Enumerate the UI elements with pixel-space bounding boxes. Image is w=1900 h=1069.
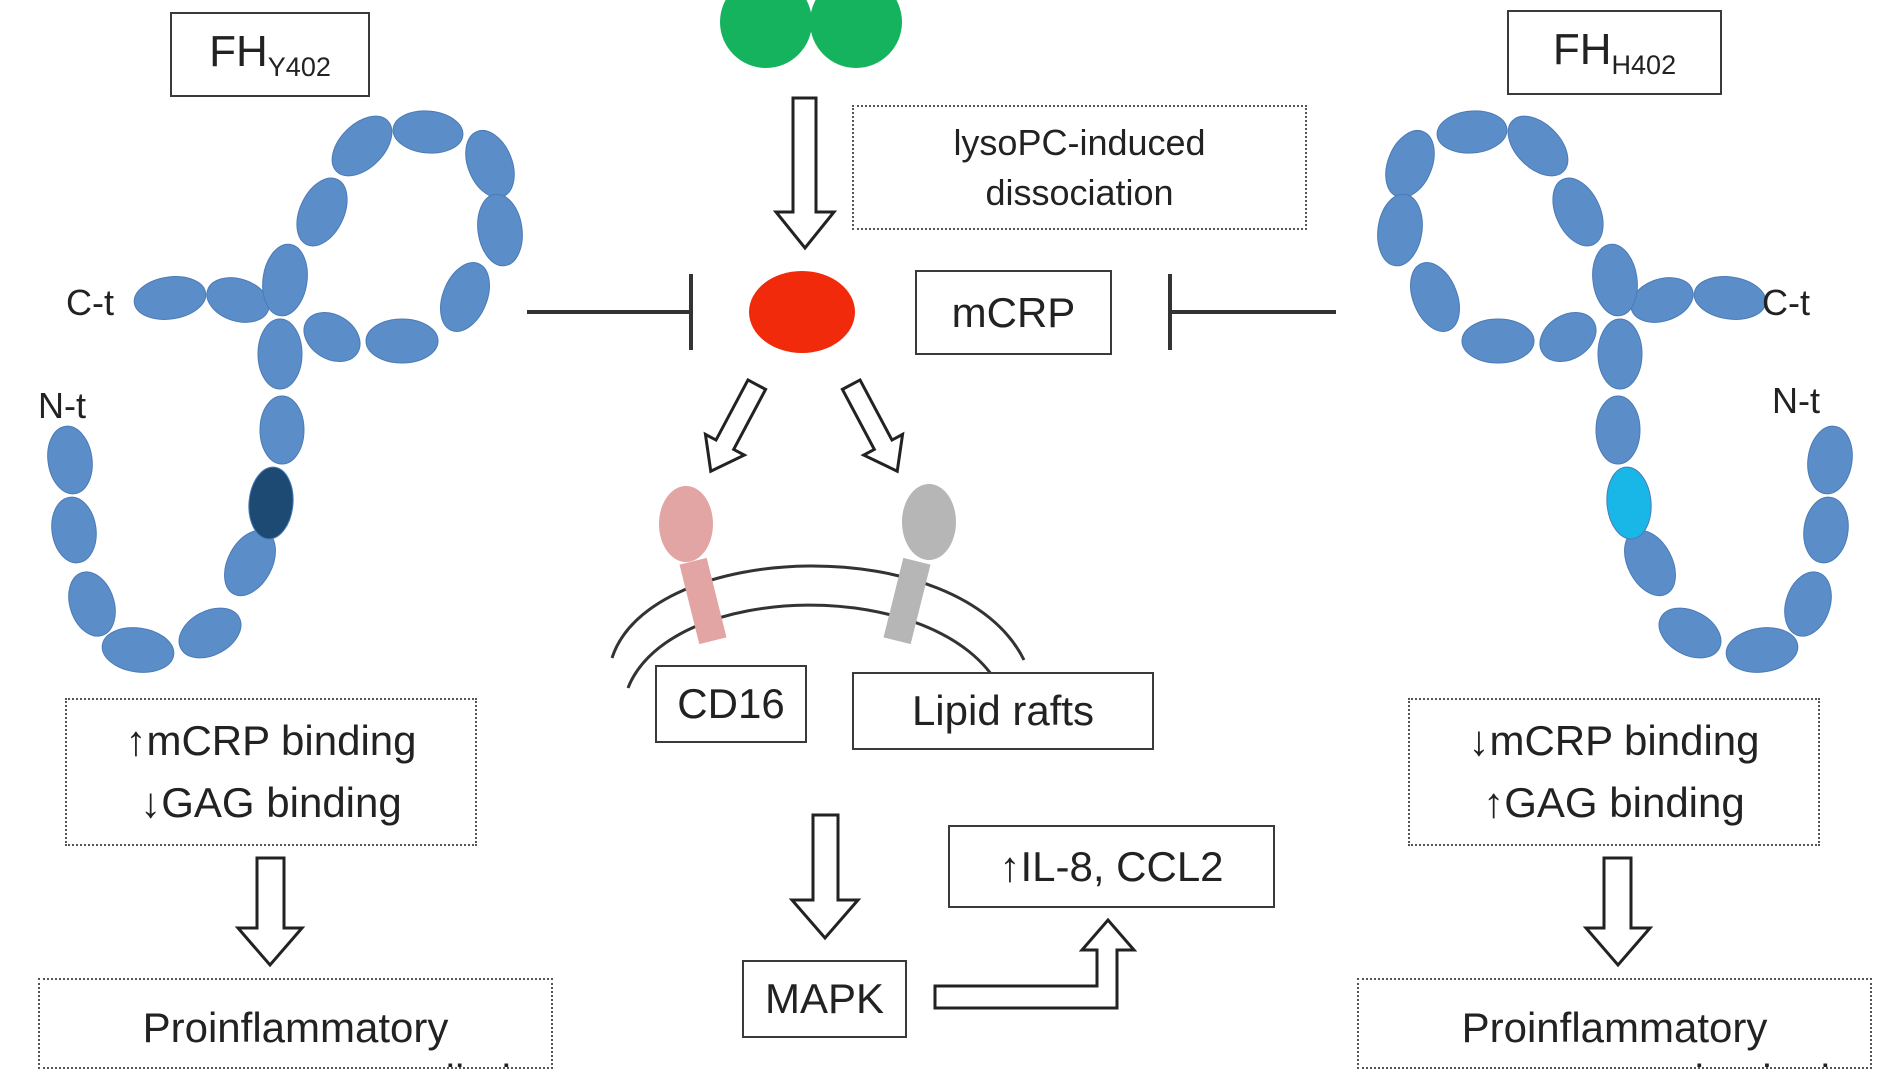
pentamer-subunit bbox=[720, 0, 812, 68]
inhibition-left bbox=[527, 274, 693, 350]
cell-membrane bbox=[610, 564, 1026, 689]
cytokines-label: ↑IL-8, CCL2 bbox=[948, 825, 1275, 908]
left-outcome-line-2: controlled bbox=[329, 1054, 551, 1067]
ccp-domain bbox=[1725, 627, 1799, 673]
fh-h402-subscript: H402 bbox=[1611, 49, 1677, 80]
cd16-receptor bbox=[659, 486, 727, 645]
ccp-domain bbox=[1539, 311, 1597, 363]
ccp-domain bbox=[257, 318, 303, 390]
left-c-terminus-label: C-t bbox=[66, 282, 114, 323]
left-outcome-box: Proinflammatory controlled bbox=[38, 978, 553, 1069]
arrow-to-cd16 bbox=[703, 377, 768, 474]
ccp-domain bbox=[1784, 571, 1832, 637]
dissociation-label: lysoPC-induced dissociation bbox=[852, 105, 1307, 230]
arrow-right-outcome bbox=[1582, 856, 1654, 968]
right-binding-box: ↓mCRP binding ↑GAG binding bbox=[1408, 698, 1820, 846]
mapk-label: MAPK bbox=[742, 960, 907, 1038]
arrow-left-outcome bbox=[234, 856, 306, 968]
left-binding-gag: ↓GAG binding bbox=[140, 779, 402, 826]
right-binding-mcrp: ↓mCRP binding bbox=[1468, 717, 1760, 764]
ccp-domain bbox=[1595, 395, 1641, 465]
inhibition-right bbox=[1168, 274, 1336, 350]
ccp-domain bbox=[1803, 496, 1849, 564]
ccp-domain bbox=[206, 277, 270, 323]
ccp-domain bbox=[262, 243, 308, 317]
right-c-terminus-label: C-t bbox=[1762, 282, 1810, 323]
fh-h402-label: FHH402 bbox=[1507, 10, 1722, 95]
ccp-domain bbox=[68, 571, 116, 637]
ccp-domain bbox=[477, 193, 523, 267]
fh-y402-chain bbox=[47, 110, 523, 673]
ccp-domain bbox=[1436, 110, 1508, 154]
mcrp-molecule bbox=[749, 271, 855, 353]
arrow-to-rafts bbox=[840, 377, 905, 474]
right-binding-gag: ↑GAG binding bbox=[1483, 779, 1745, 826]
fh-h402-name: FH bbox=[1552, 24, 1612, 74]
variant-402-domain bbox=[248, 466, 294, 540]
ccp-domain bbox=[440, 262, 490, 332]
pentamer-subunit bbox=[810, 0, 902, 68]
mcrp-label: mCRP bbox=[915, 270, 1112, 355]
right-outcome-box: Proinflammatory unchecked bbox=[1357, 978, 1872, 1069]
dissociation-arrow bbox=[772, 96, 838, 251]
ccp-domain bbox=[1377, 193, 1423, 267]
lipid-raft-receptor bbox=[883, 484, 956, 645]
fh-h402-chain bbox=[1377, 110, 1853, 673]
ccp-domain bbox=[1385, 130, 1435, 198]
ccp-domain bbox=[331, 115, 393, 177]
ccp-domain bbox=[296, 177, 348, 247]
ccp-domain bbox=[303, 311, 361, 363]
fh-y402-subscript: Y402 bbox=[267, 51, 331, 82]
arrow-mapk-to-cytokines bbox=[933, 917, 1138, 1010]
cd16-label: CD16 bbox=[655, 665, 807, 743]
ccp-domain bbox=[392, 110, 464, 154]
left-outcome-line-1: Proinflammatory bbox=[142, 1004, 449, 1051]
ccp-domain bbox=[1693, 276, 1767, 320]
dissociation-line-2: dissociation bbox=[985, 171, 1174, 213]
ccp-domain bbox=[1658, 607, 1722, 659]
ccp-domain bbox=[101, 627, 175, 673]
arrow-to-mapk bbox=[788, 813, 862, 941]
ccp-domain bbox=[133, 276, 207, 320]
variant-402-domain bbox=[1606, 466, 1652, 540]
ccp-domain bbox=[1630, 277, 1694, 323]
ccp-domain bbox=[465, 130, 515, 198]
ccp-domain bbox=[365, 318, 439, 364]
left-binding-mcrp: ↑mCRP binding bbox=[125, 717, 417, 764]
lipid-rafts-label: Lipid rafts bbox=[852, 672, 1154, 750]
right-outcome-line-1: Proinflammatory bbox=[1461, 1004, 1768, 1051]
pentameric-crp bbox=[720, 0, 902, 68]
fh-y402-name: FH bbox=[209, 26, 268, 76]
ccp-domain bbox=[47, 425, 93, 495]
right-n-terminus-label: N-t bbox=[1772, 380, 1820, 421]
ccp-domain bbox=[1461, 318, 1535, 364]
ccp-domain bbox=[1507, 115, 1569, 177]
ccp-domain bbox=[259, 395, 305, 465]
ccp-domain bbox=[1807, 425, 1853, 495]
ccp-domain bbox=[1552, 177, 1604, 247]
ccp-domain bbox=[178, 607, 242, 659]
ccp-domain bbox=[51, 496, 97, 564]
left-binding-box: ↑mCRP binding ↓GAG binding bbox=[65, 698, 477, 846]
dissociation-line-1: lysoPC-induced bbox=[953, 121, 1206, 163]
ccp-domain bbox=[1597, 318, 1643, 390]
left-n-terminus-label: N-t bbox=[38, 385, 86, 426]
ccp-domain bbox=[1410, 262, 1460, 332]
fh-y402-label: FHY402 bbox=[170, 12, 370, 97]
right-outcome-line-2: unchecked bbox=[1627, 1054, 1870, 1067]
ccp-domain bbox=[1592, 243, 1638, 317]
